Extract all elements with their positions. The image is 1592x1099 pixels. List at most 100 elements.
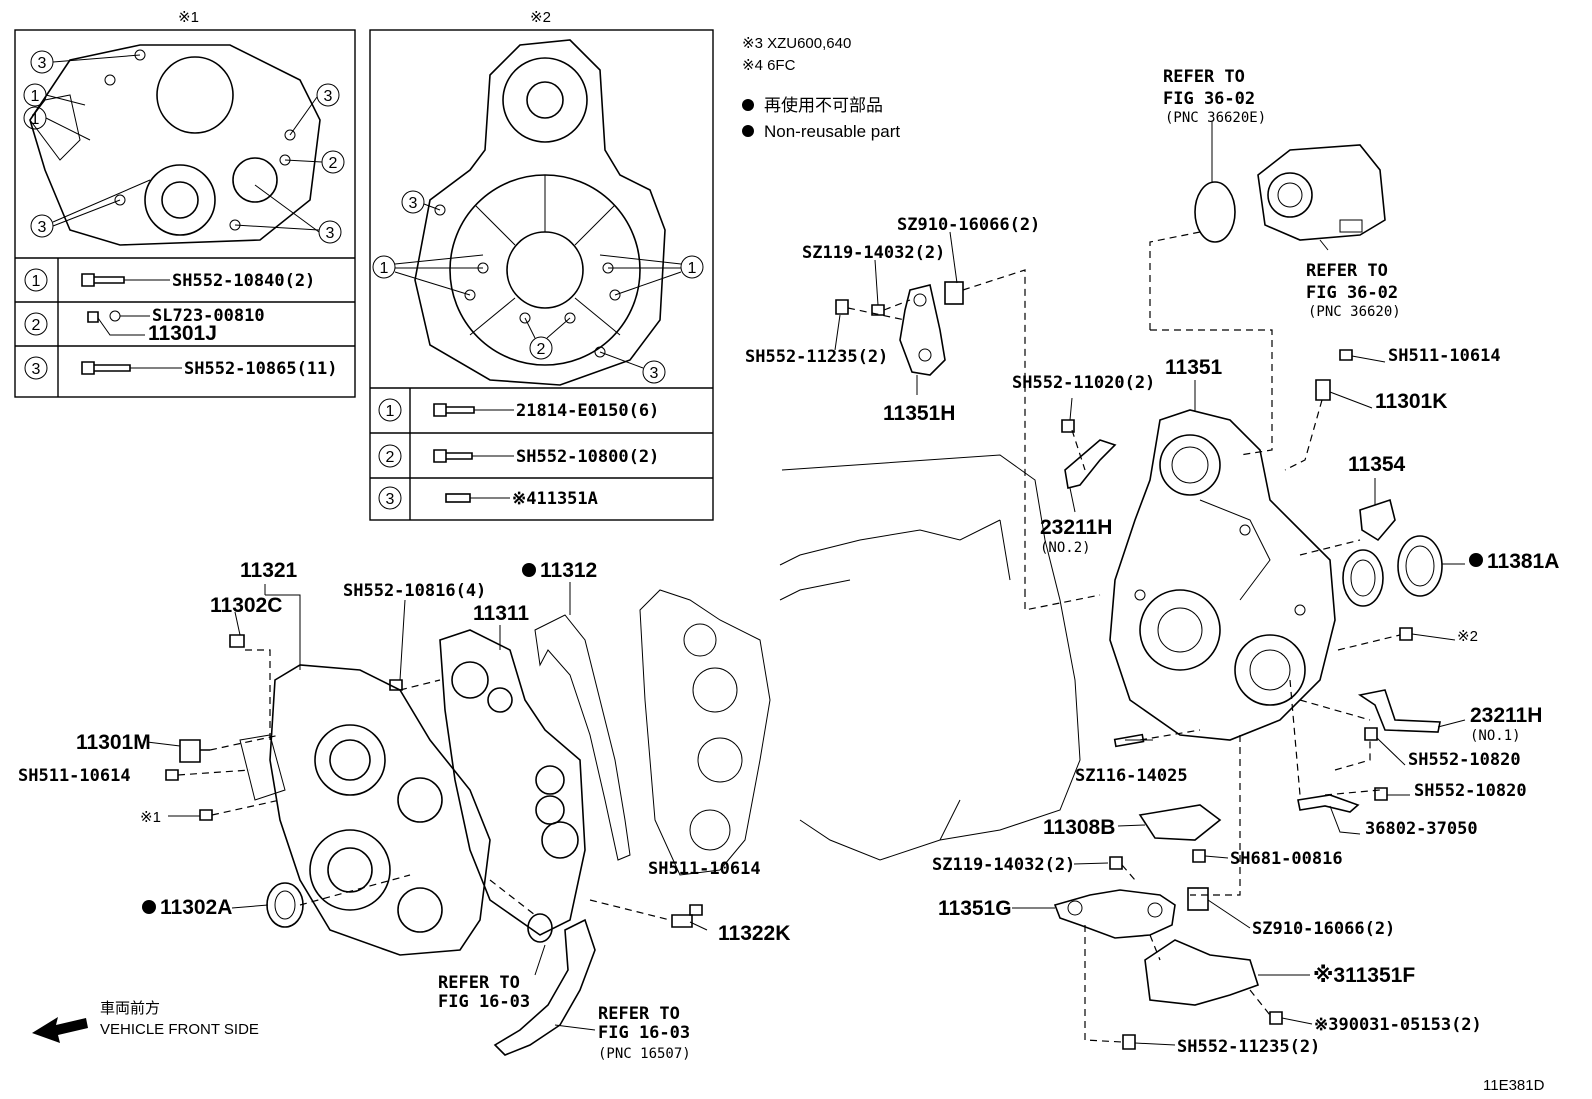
svg-text:1: 1 xyxy=(31,111,40,128)
timing-plate-shape xyxy=(439,629,586,936)
timing-gasket-shape xyxy=(534,614,631,861)
label-sz910-bottom: SZ910-16066(2) xyxy=(1252,919,1395,939)
label-23211h-no1: 23211H xyxy=(1470,704,1542,727)
label-11381a: 11381A xyxy=(1487,550,1559,573)
flywheel-housing-shape xyxy=(1109,409,1336,741)
o-ring-shape xyxy=(527,913,553,943)
inset-2: ※2 3 1 xyxy=(369,9,714,521)
inset-2-title: ※2 xyxy=(530,9,551,26)
label-11311: 11311 xyxy=(473,602,529,625)
label-sz119-top: SZ119-14032(2) xyxy=(802,243,945,263)
refer-36-02b-line3: (PNC 36620) xyxy=(1308,304,1401,320)
inset-1-row-3-num: 3 xyxy=(32,361,41,378)
legend-en: Non-reusable part xyxy=(764,122,900,141)
refer-36-02b-line2: FIG 36-02 xyxy=(1306,283,1398,303)
label-90031: ※390031-05153(2) xyxy=(1314,1015,1482,1035)
label-11301m: 11301M xyxy=(76,731,151,754)
left-labels: 11321 11302C SH552-10816(4) 11312 11311 … xyxy=(18,559,790,1062)
label-sh511-10614-right: SH511-10614 xyxy=(1388,346,1501,366)
inset-2-row-2-part: SH552-10800(2) xyxy=(516,447,659,467)
bracket-23211h-no2-shape xyxy=(1064,439,1117,489)
clip-36802-shape xyxy=(1297,794,1360,813)
label-no1: (NO.1) xyxy=(1470,728,1521,744)
inset-2-row-1: 1 21814-E0150(6) xyxy=(378,398,659,422)
label-sz119-bottom: SZ119-14032(2) xyxy=(932,855,1075,875)
inset-1-row-3-part: SH552-10865(11) xyxy=(184,359,338,379)
svg-text:2: 2 xyxy=(537,341,546,358)
bracket-11351h-assembly: SZ910-16066(2) SZ119-14032(2) SH552-1123… xyxy=(745,215,1101,611)
inset-1-row-1-num: 1 xyxy=(32,273,41,290)
refer-16-03-a-line1: REFER TO xyxy=(438,973,520,993)
inset-1-row-1-part: SH552-10840(2) xyxy=(172,271,315,291)
inset-1-title: ※1 xyxy=(178,9,199,26)
inset-2-row-3-part: ※411351A xyxy=(512,489,598,509)
flywheel-housing-assembly xyxy=(1061,122,1466,896)
svg-text:3: 3 xyxy=(650,365,659,382)
bracket-11351f-shape xyxy=(1144,939,1259,1006)
label-sz910-top: SZ910-16066(2) xyxy=(897,215,1040,235)
non-reusable-bullet-icon xyxy=(1469,553,1483,567)
inset-2-row-2: 2 SH552-10800(2) xyxy=(378,444,659,468)
inset-2-row-1-part: 21814-E0150(6) xyxy=(516,401,659,421)
refer-36-02a-line2: FIG 36-02 xyxy=(1163,89,1255,109)
timing-cover-assembly xyxy=(146,582,771,1056)
label-11312: 11312 xyxy=(540,559,597,582)
refer-36-02b-line1: REFER TO xyxy=(1306,261,1388,281)
label-11351: 11351 xyxy=(1165,356,1223,379)
svg-text:3: 3 xyxy=(409,195,418,212)
svg-text:3: 3 xyxy=(38,219,47,236)
notes: ※3 XZU600,640 ※4 6FC 再使用不可部品 Non-reusabl… xyxy=(742,35,900,141)
engine-block-outline xyxy=(639,589,771,876)
engine-note: ※4 6FC xyxy=(742,57,796,74)
refer-16-03-a-line2: FIG 16-03 xyxy=(438,992,530,1012)
label-x2: ※2 xyxy=(1457,628,1478,645)
refer-16-03-b-line1: REFER TO xyxy=(598,1004,680,1024)
label-11322k: 11322K xyxy=(718,922,790,945)
label-11351h: 11351H xyxy=(883,402,955,425)
inset-1-row-2-num: 2 xyxy=(32,317,41,334)
label-sz116: SZ116-14025 xyxy=(1075,766,1188,786)
front-en: VEHICLE FRONT SIDE xyxy=(100,1021,259,1038)
legend-bullet-icon xyxy=(742,125,754,137)
front-arrow-icon xyxy=(32,1017,88,1043)
non-reusable-bullet-icon xyxy=(522,563,536,577)
inset-1-row-2-part2: 11301J xyxy=(148,322,217,345)
label-sh681: SH681-00816 xyxy=(1230,849,1343,869)
sensor-11301k-shape xyxy=(1315,379,1331,401)
inset-2-row-2-num: 2 xyxy=(386,449,395,466)
svg-text:1: 1 xyxy=(688,260,697,277)
front-oil-seal-shape xyxy=(266,882,304,928)
bracket-11351g-shape xyxy=(1053,889,1176,939)
plug-11354-shape xyxy=(1359,498,1396,542)
label-23211h-no2: 23211H xyxy=(1040,516,1112,539)
svg-text:3: 3 xyxy=(326,225,335,242)
bracket-23211h-no1-shape xyxy=(1357,689,1441,733)
label-36802: 36802-37050 xyxy=(1365,819,1478,839)
vehicle-front-indicator: 車両前方 VEHICLE FRONT SIDE xyxy=(32,1000,259,1043)
label-sh511-10614-left: SH511-10614 xyxy=(18,766,131,786)
label-11321: 11321 xyxy=(240,559,298,582)
label-11354: 11354 xyxy=(1348,453,1406,476)
sensor-11301m-shape xyxy=(179,739,210,763)
svg-text:1: 1 xyxy=(380,260,389,277)
lower-bracket-assembly: SZ119-14032(2) 11351G SZ910-16066(2) ※31… xyxy=(932,855,1482,1057)
label-11351f: ※311351F xyxy=(1313,964,1415,987)
inset-2-row-1-num: 1 xyxy=(386,403,395,420)
legend-bullet-icon xyxy=(742,99,754,111)
label-sh511-10614-mid: SH511-10614 xyxy=(648,859,761,879)
diagram-id: 11E381D xyxy=(1483,1077,1545,1094)
label-11351g: 11351G xyxy=(938,897,1012,920)
label-no2: (NO.2) xyxy=(1040,540,1091,556)
pto-o-ring-shape xyxy=(1194,181,1236,243)
rear-oil-seal-a-shape xyxy=(1342,549,1384,607)
collar-bottom-shape xyxy=(1187,887,1209,911)
label-sh552-11020: SH552-11020(2) xyxy=(1012,373,1155,393)
inset-1-row-3: 3 SH552-10865(11) xyxy=(24,356,338,380)
non-reusable-bullet-icon xyxy=(142,900,156,914)
inset-2-callouts: 3 1 1 2 3 xyxy=(372,190,704,384)
refer-16-03-b-line3: (PNC 16507) xyxy=(598,1046,691,1062)
engine-silhouette xyxy=(779,454,1081,861)
plate-11308b-shape xyxy=(1138,804,1222,841)
svg-text:1: 1 xyxy=(31,88,40,105)
